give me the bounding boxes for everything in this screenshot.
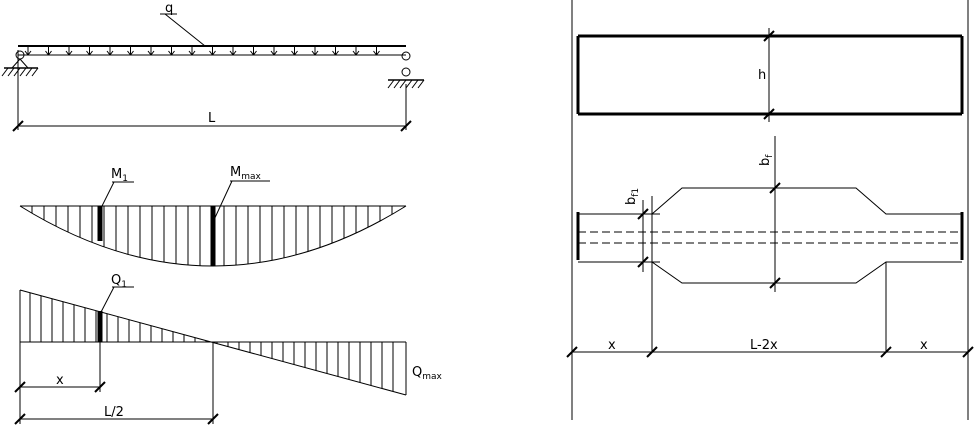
hatch-line bbox=[65, 50, 70, 56]
flange-plan bbox=[566, 136, 974, 358]
hatch-line bbox=[253, 50, 257, 56]
hatch-line bbox=[250, 50, 254, 56]
hatch-line bbox=[147, 50, 152, 56]
hatch-line bbox=[294, 50, 298, 56]
hatch-line bbox=[335, 50, 339, 56]
hatch-line bbox=[109, 50, 114, 56]
hatch-line bbox=[273, 50, 278, 56]
moment-diagram bbox=[19, 180, 407, 267]
q1-label: Q1 bbox=[111, 273, 127, 290]
hatch-line bbox=[355, 50, 360, 56]
hatch-line bbox=[373, 50, 377, 56]
hatch-line bbox=[130, 50, 134, 56]
moment-hatching bbox=[31, 206, 393, 266]
hatch-line bbox=[212, 50, 216, 56]
shear-diagram bbox=[14, 286, 407, 425]
hatch-line bbox=[188, 50, 193, 56]
hatch-line bbox=[168, 50, 172, 56]
x-right-label: x bbox=[920, 338, 928, 353]
hatch-line bbox=[376, 50, 380, 56]
half-span-label: L/2 bbox=[104, 405, 124, 420]
hatch-line bbox=[106, 50, 111, 56]
distributed-load-arrows bbox=[24, 46, 380, 56]
hatch-line bbox=[311, 50, 316, 56]
hatch-line bbox=[209, 50, 213, 56]
bf-label: bf bbox=[758, 154, 775, 166]
x-label: x bbox=[56, 373, 64, 388]
hatch-line bbox=[314, 50, 319, 56]
load-label: q bbox=[165, 1, 173, 16]
hatch-line bbox=[171, 50, 175, 56]
hatch-line bbox=[68, 50, 73, 56]
m1-label: M1 bbox=[111, 167, 128, 184]
bf1-label: bf1 bbox=[624, 188, 641, 205]
x-left-label: x bbox=[608, 338, 616, 353]
mmax-label: Mmax bbox=[230, 165, 262, 182]
qmax-label: Qmax bbox=[412, 365, 443, 382]
hatch-line bbox=[86, 50, 90, 56]
hatch-line bbox=[24, 50, 29, 56]
hatch-line bbox=[332, 50, 336, 56]
hatch-line bbox=[232, 50, 237, 56]
hatch-line bbox=[191, 50, 196, 56]
hatch-line bbox=[45, 50, 49, 56]
hatch-line bbox=[127, 50, 131, 56]
beam-schematic bbox=[1, 13, 425, 132]
hatch-line bbox=[150, 50, 155, 56]
hatch-line bbox=[229, 50, 234, 56]
beam-elevation bbox=[571, 0, 969, 420]
shear-hatching bbox=[29, 292, 394, 392]
hatch-line bbox=[89, 50, 93, 56]
span-label: L bbox=[208, 111, 216, 126]
hatch-line bbox=[48, 50, 52, 56]
hatch-line bbox=[270, 50, 275, 56]
hatch-line bbox=[352, 50, 357, 56]
middle-span-label: L-2x bbox=[750, 338, 778, 353]
hatch-line bbox=[27, 50, 32, 56]
height-label: h bbox=[758, 68, 766, 83]
hatch-line bbox=[291, 50, 295, 56]
